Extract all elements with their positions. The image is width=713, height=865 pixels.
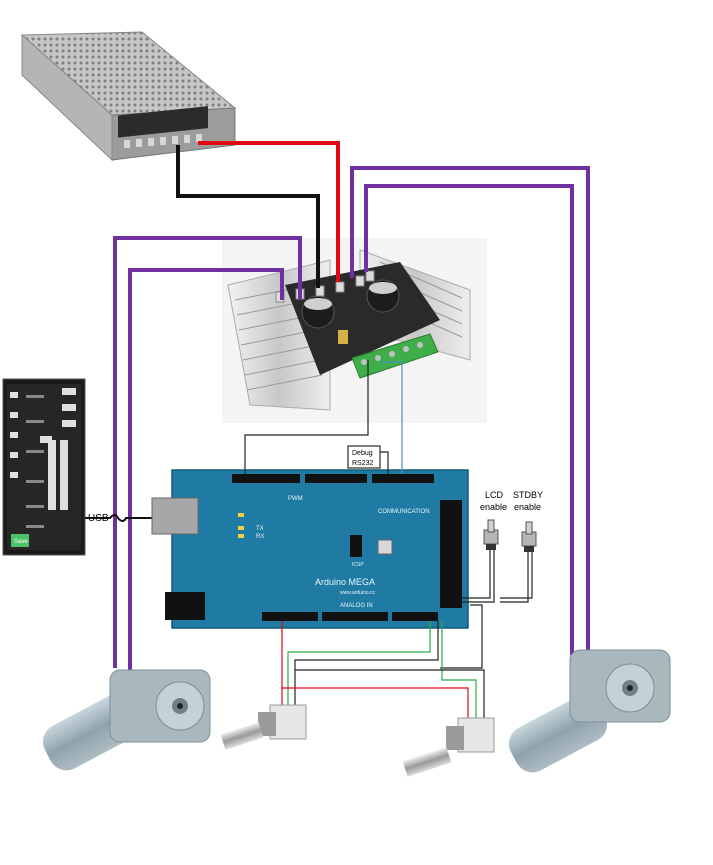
pot-right-black [295,669,485,722]
potentiometer-left[interactable] [220,704,307,750]
pot-right-green [441,621,477,722]
control-panel-screen: Save [2,378,86,556]
pot-left-green [287,621,431,712]
debug-label-line1: Debug [352,450,373,457]
pot-wires [281,621,485,722]
arduino-site-label: www.arduino.cc [340,590,376,596]
stdby-enable-label-line2: enable [514,502,541,512]
usb-port [151,497,199,535]
gui-save-button[interactable] [11,534,29,547]
debug-rs232-box: Debug RS232 [347,445,381,469]
power-positive-wire [198,141,340,282]
power-supply [20,31,237,162]
potentiometer-right[interactable] [402,717,495,777]
power-negative-wire [176,145,320,288]
switch-wires [440,550,533,669]
motor-left-wire-b [128,268,284,672]
lcd-enable-switch[interactable] [483,519,499,550]
usb-label: USB [88,513,109,524]
pot-right-red [282,687,469,722]
gui-save-button-label: Save [14,539,28,545]
motor-right-wire-a [350,166,590,650]
psu-terminals [124,134,202,148]
arduino-icsp-label: ICSP [352,562,364,568]
stdby-enable-switch[interactable] [521,521,537,552]
arduino-tx-label: TX [256,526,264,532]
motor-wires [113,166,590,672]
arduino-pwm-label: PWM [288,496,303,502]
lcd-enable-label-line2: enable [480,502,507,512]
motor-left-wire-a [113,236,302,668]
usb-cable: USB [85,513,152,524]
arduino-rx-label: RX [256,534,264,540]
debug-label-line2: RS232 [352,460,374,467]
stdby-enable-label-line1: STDBY [513,490,543,500]
motor-left [42,669,211,771]
pot-left-black [294,621,439,712]
power-wires [176,141,340,288]
arduino-analog-label: ANALOG IN [340,603,373,609]
motor-right-wire-b [364,184,574,655]
arduino-communication-label: COMMUNICATION [378,509,430,515]
arduino-mega-board: PWM COMMUNICATION Arduino MEGA www.ardui… [151,469,469,629]
lcd-enable-label-line1: LCD [485,490,504,500]
driver-serial-wire [380,361,403,474]
motor-right [508,649,671,773]
control-wires [244,360,403,474]
arduino-name-label: Arduino MEGA [315,577,375,587]
debug-wire [380,451,389,474]
power-jack [165,592,205,620]
motor-driver-board [222,238,487,423]
driver-signal-wire [244,360,369,474]
